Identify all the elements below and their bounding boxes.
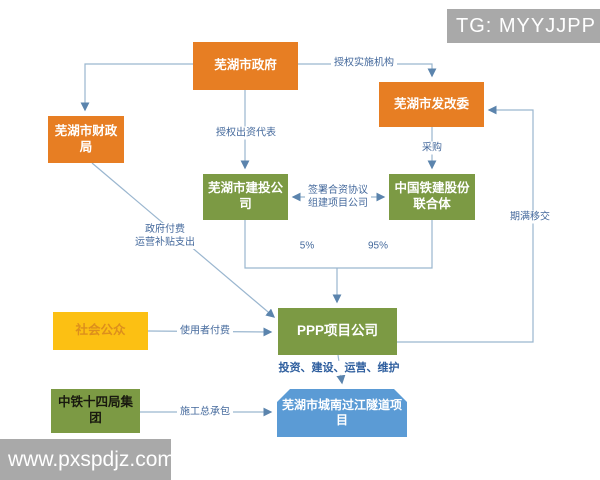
edge-label-procurement: 采购 (419, 141, 445, 155)
edge-label-authorize-investor: 授权出资代表 (213, 126, 279, 140)
node-wuhu-ndrc: 芜湖市发改委 (379, 82, 484, 127)
node-tunnel-project: 芜湖市城南过江隧道项目 (277, 389, 407, 437)
edge-label-transfer-on-expiry: 期满移交 (507, 210, 553, 224)
node-wuhu-finance-bureau: 芜湖市财政局 (48, 116, 124, 163)
node-general-public: 社会公众 (53, 312, 148, 350)
node-wuhu-government: 芜湖市政府 (193, 42, 298, 90)
edge-label-share-5pct: 5% (299, 240, 315, 252)
node-crcc-consortium: 中国铁建股份联合体 (389, 174, 475, 220)
node-construction-investment-co: 芜湖市建投公司 (203, 174, 288, 220)
edge-label-joint-venture-line2: 组建项目公司 (308, 198, 368, 209)
edge-label-construction-epc: 施工总承包 (177, 405, 233, 419)
node-crcc-14th-bureau: 中铁十四局集团 (51, 389, 140, 433)
edge-label-government-pay-line2: 运营补贴支出 (135, 237, 195, 248)
edge-label-authorize-agency: 授权实施机构 (331, 56, 397, 70)
edge-label-joint-venture-line1: 签署合资协议 (308, 185, 368, 196)
edge-label-government-pay-line1: 政府付费 (145, 224, 185, 235)
edge-label-invest-build-operate-maintain: 投资、建设、运营、维护 (275, 360, 403, 376)
edge-label-share-95pct: 95% (367, 240, 389, 252)
watermark-telegram: TG: MYYJJPP (447, 9, 600, 43)
edge-label-user-pay: 使用者付费 (177, 324, 233, 338)
node-ppp-project-company: PPP项目公司 (278, 308, 397, 355)
watermark-website: www.pxspdjz.com (0, 439, 175, 480)
edge-label-government-pay: 政府付费 运营补贴支出 (132, 223, 198, 249)
edge-label-joint-venture: 签署合资协议 组建项目公司 (305, 184, 371, 210)
